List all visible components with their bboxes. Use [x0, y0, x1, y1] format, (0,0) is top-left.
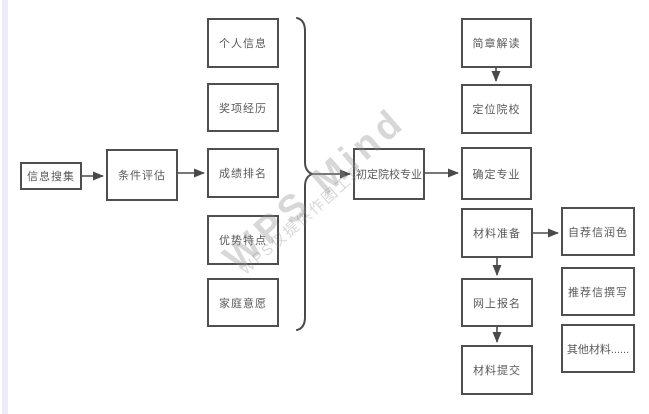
- flow-node-personal-info[interactable]: 个人信息: [207, 18, 279, 68]
- flow-node-cover-letter-polish[interactable]: 自荐信润色: [561, 207, 635, 256]
- flow-node-award-experience[interactable]: 奖项经历: [207, 83, 279, 132]
- flow-node-grade-ranking[interactable]: 成绩排名: [207, 148, 279, 198]
- flow-node-material-prep[interactable]: 材料准备: [461, 208, 533, 258]
- flow-node-other-materials[interactable]: 其他材料......: [561, 324, 635, 373]
- flow-node-advantages[interactable]: 优势特点: [207, 215, 279, 265]
- flow-node-initial-school-major[interactable]: 初定院校专业: [353, 148, 425, 200]
- flow-node-material-submission[interactable]: 材料提交: [461, 345, 533, 395]
- curly-brace-group: [296, 17, 315, 331]
- flow-node-recommendation-letter[interactable]: 推荐信撰写: [561, 267, 635, 316]
- page-edge-strip: [2, 0, 8, 414]
- flow-node-family-wishes[interactable]: 家庭意愿: [207, 278, 279, 327]
- flow-node-condition-eval[interactable]: 条件评估: [106, 149, 178, 201]
- flow-node-info-collect[interactable]: 信息搜集: [20, 162, 82, 190]
- flow-node-locate-school[interactable]: 定位院校: [461, 84, 532, 134]
- flow-node-brochure-reading[interactable]: 简章解读: [461, 18, 532, 68]
- flow-node-online-registration[interactable]: 网上报名: [461, 278, 533, 327]
- flow-node-confirm-major[interactable]: 确定专业: [461, 147, 532, 200]
